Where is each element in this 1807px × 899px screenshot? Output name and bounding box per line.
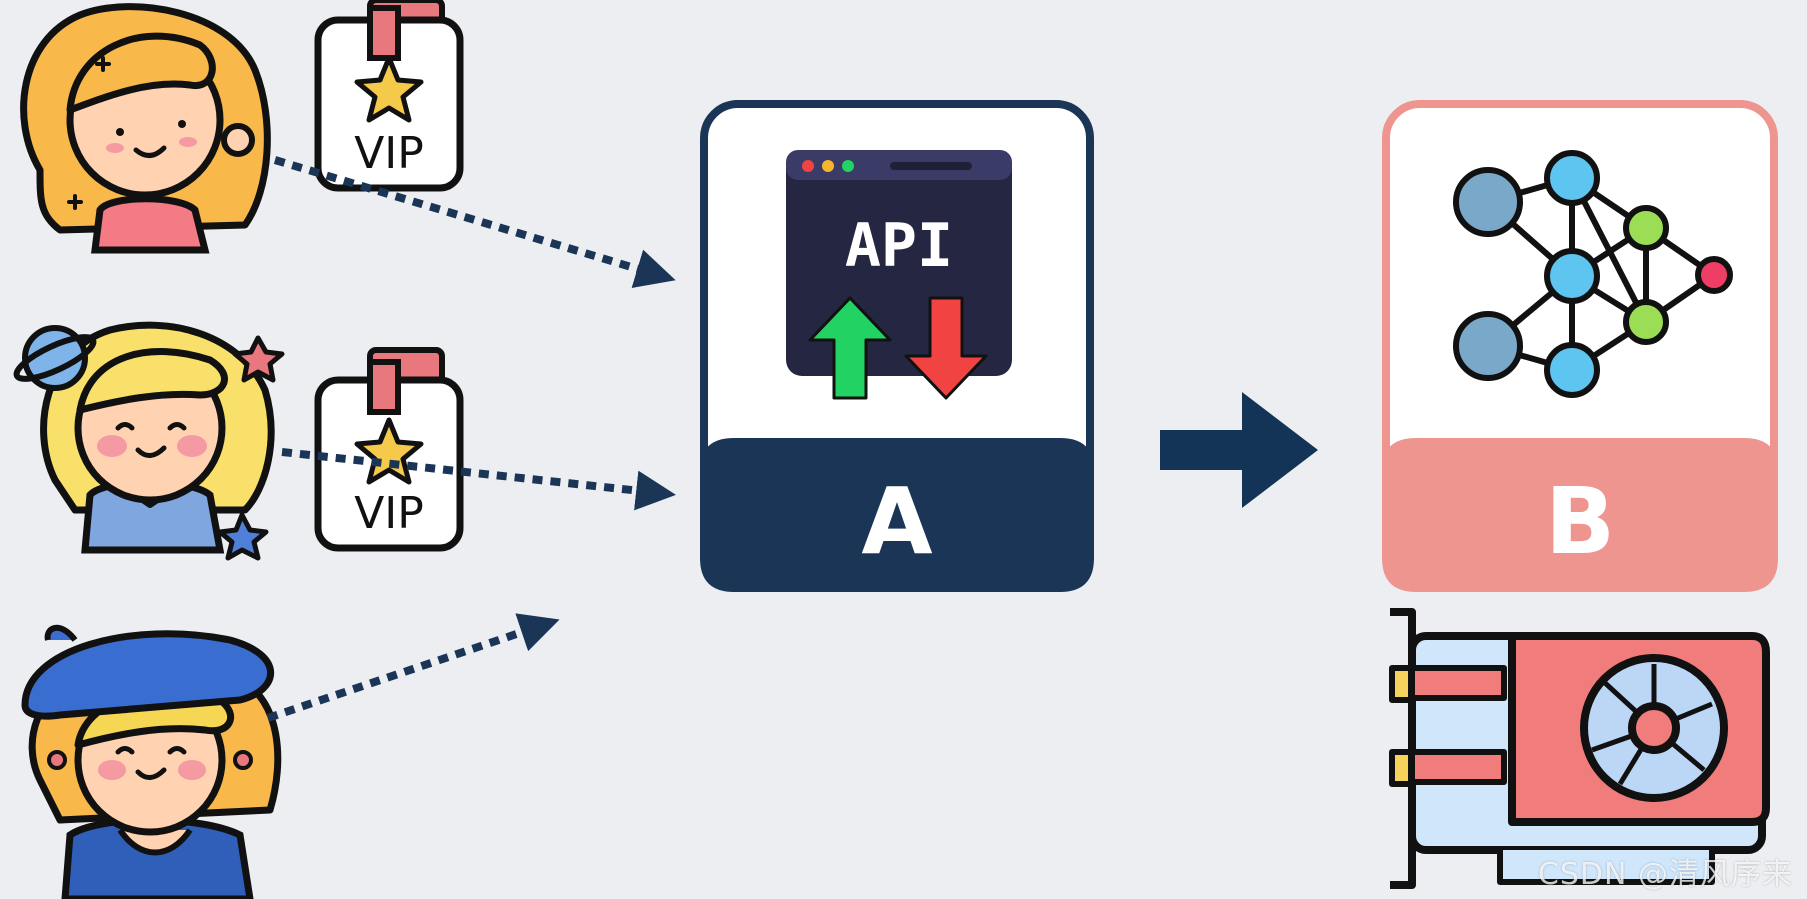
api-window-label: API [845, 211, 953, 281]
gpu-card-icon [1389, 608, 1770, 889]
server-b: B [1382, 100, 1778, 592]
upload-arrow-icon [808, 296, 892, 400]
vip-badge-2-label: VIP [354, 488, 424, 539]
server-a-label: A [861, 468, 932, 575]
vip-badge-1: VIP [314, 0, 464, 192]
forward-arrow [1160, 392, 1318, 508]
server-a: A API [700, 100, 1094, 592]
download-arrow-icon [904, 296, 988, 400]
request-arrow-1 [273, 156, 676, 288]
user-avatar-3 [21, 625, 282, 899]
user-avatar-2 [13, 321, 285, 561]
vip-badge-1-label: VIP [354, 128, 424, 179]
neural-network-icon [1453, 150, 1733, 398]
user-avatar-1 [20, 3, 271, 254]
request-arrow-3 [266, 613, 560, 722]
watermark: CSDN @清风序来 [1537, 857, 1793, 892]
request-arrows [266, 156, 676, 722]
api-window-icon: API [786, 150, 1012, 400]
vip-badge-2: VIP [314, 347, 464, 552]
server-b-label: B [1545, 468, 1615, 575]
